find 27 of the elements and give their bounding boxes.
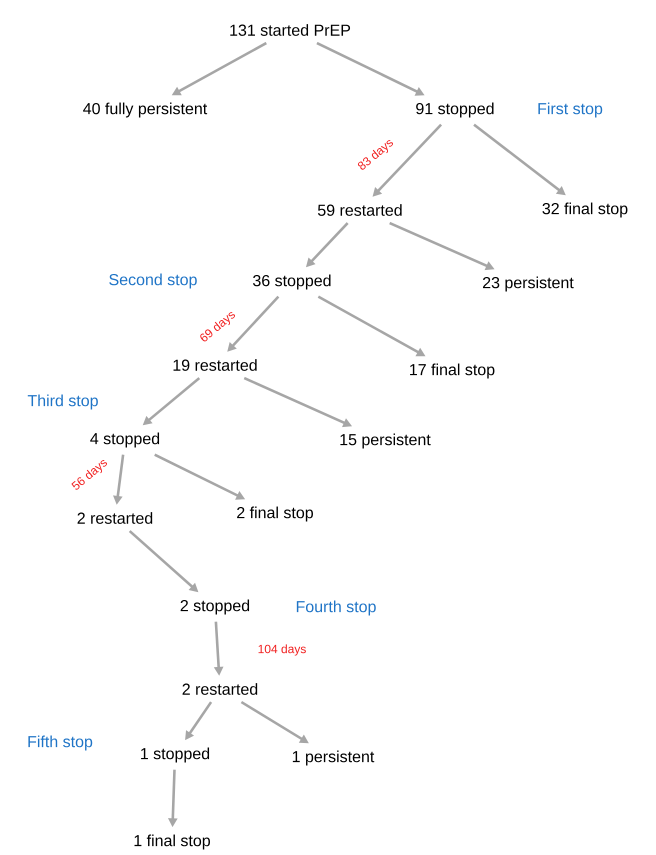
count-label: 17 final stop bbox=[410, 364, 494, 378]
count-label: 2 stopped bbox=[180, 600, 250, 614]
count-label: 15 persistent bbox=[340, 434, 431, 448]
count-label: 19 restarted bbox=[174, 359, 257, 371]
edge-label: 83 days bbox=[358, 140, 394, 170]
count-label: 32 final stop bbox=[542, 202, 628, 218]
stage-label: Third stop bbox=[28, 394, 98, 410]
count-label: 2 final stop bbox=[237, 506, 313, 522]
count-label: 59 restarted bbox=[318, 204, 402, 216]
count-label: 131 started PrEP bbox=[230, 24, 350, 36]
stage-label: Second stop bbox=[109, 274, 197, 288]
edge-label: 104 days bbox=[258, 644, 306, 656]
count-label: 2 restarted bbox=[182, 683, 258, 695]
count-label: 40 fully persistent bbox=[83, 102, 208, 118]
count-label: 4 stopped bbox=[90, 432, 160, 448]
count-label: 1 persistent bbox=[292, 750, 374, 766]
count-label: 91 stopped bbox=[416, 102, 494, 118]
count-label: 23 persistent bbox=[483, 276, 574, 292]
stage-label: First stop bbox=[538, 102, 602, 118]
stage-label: Fourth stop bbox=[296, 600, 376, 616]
edge-label: 69 days bbox=[200, 312, 236, 342]
count-label: 1 stopped bbox=[141, 748, 210, 762]
count-label: 2 restarted bbox=[78, 512, 152, 524]
count-label: 1 final stop bbox=[134, 834, 210, 850]
stage-label: Fifth stop bbox=[28, 736, 92, 750]
count-label: 36 stopped bbox=[253, 274, 331, 290]
edge-label: 56 days bbox=[71, 460, 108, 490]
